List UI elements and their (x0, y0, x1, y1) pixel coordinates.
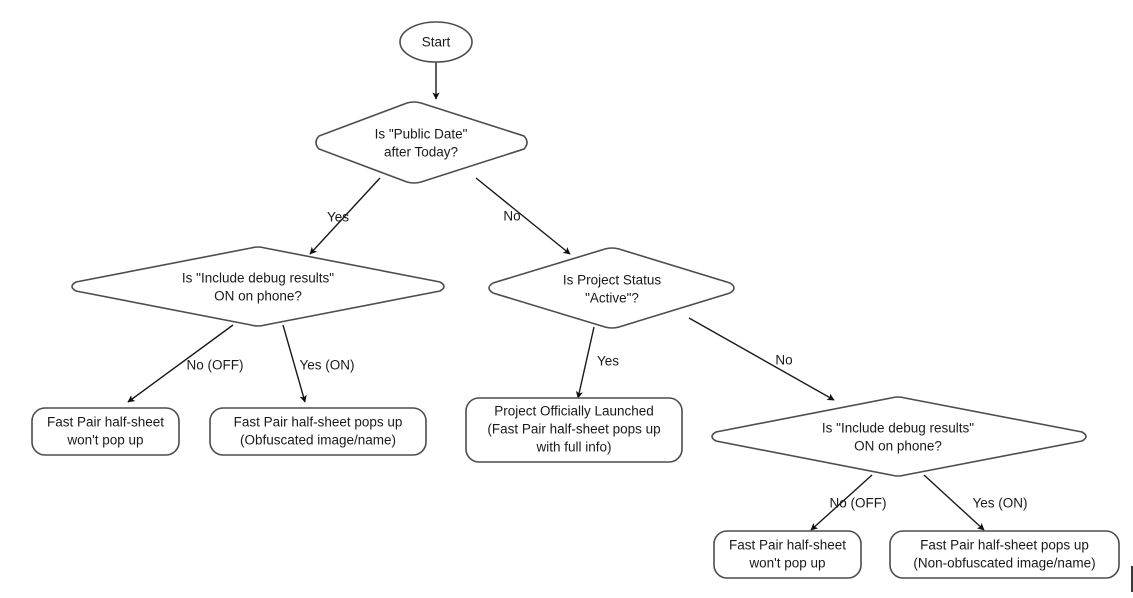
edge-label-debug-left-yes: Yes (ON) (299, 358, 354, 373)
node-project-status-line2: "Active"? (585, 291, 639, 306)
node-left-no-result-line2: won't pop up (66, 433, 143, 448)
node-public-date-line1: Is "Public Date" (375, 127, 468, 142)
node-project-status-line1: Is Project Status (563, 273, 662, 288)
edge-public-date-no: No (475, 177, 571, 255)
node-start-label: Start (422, 35, 451, 50)
edge-label-public-date-no: No (503, 209, 520, 224)
launched-box-shape (465, 397, 683, 463)
right-no-result-box-shape (713, 530, 862, 579)
edge-project-status-no: No (688, 317, 835, 401)
node-left-yes-result-line1: Fast Pair half-sheet pops up (234, 415, 403, 430)
edge-label-public-date-yes: Yes (327, 210, 349, 225)
edge-debug-right-no: No (OFF) (810, 474, 887, 531)
node-launched-result[interactable]: Project Officially Launched (Fast Pair h… (465, 397, 683, 463)
node-right-yes-result-line1: Fast Pair half-sheet pops up (920, 538, 1089, 553)
node-right-no-result-line2: won't pop up (748, 556, 825, 571)
start-ellipse-shape (399, 21, 473, 63)
edge-label-debug-right-yes: Yes (ON) (972, 496, 1027, 511)
node-right-yes-result[interactable]: Fast Pair half-sheet pops up (Non-obfusc… (889, 530, 1120, 579)
node-debug-right-line2: ON on phone? (854, 439, 942, 454)
node-debug-right-line1: Is "Include debug results" (822, 421, 974, 436)
node-public-date-decision[interactable]: Is "Public Date" after Today? (315, 101, 528, 184)
edge-label-debug-right-no: No (OFF) (830, 496, 887, 511)
public-date-diamond-shape (315, 101, 528, 184)
debug-right-diamond-shape (711, 396, 1087, 477)
node-launched-line3: with full info) (535, 440, 611, 455)
node-launched-line1: Project Officially Launched (494, 404, 654, 419)
node-project-status-decision[interactable]: Is Project Status "Active"? (488, 247, 735, 329)
node-debug-left-line1: Is "Include debug results" (182, 271, 334, 286)
left-no-result-box-shape (31, 407, 180, 456)
debug-left-diamond-shape (71, 246, 445, 327)
node-left-no-result-line1: Fast Pair half-sheet (47, 415, 164, 430)
node-debug-left-decision[interactable]: Is "Include debug results" ON on phone? (71, 246, 445, 327)
right-yes-result-box-shape (889, 530, 1120, 579)
node-launched-line2: (Fast Pair half-sheet pops up (487, 422, 660, 437)
node-right-no-result[interactable]: Fast Pair half-sheet won't pop up (713, 530, 862, 579)
page-edge-marker (1131, 566, 1133, 592)
node-start[interactable]: Start (399, 21, 473, 63)
left-yes-result-box-shape (209, 407, 427, 456)
node-left-no-result[interactable]: Fast Pair half-sheet won't pop up (31, 407, 180, 456)
edge-debug-left-yes: Yes (ON) (282, 324, 355, 403)
edge-project-status-yes: Yes (575, 326, 619, 399)
node-right-no-result-line1: Fast Pair half-sheet (729, 538, 846, 553)
node-public-date-line2: after Today? (384, 145, 458, 160)
edge-label-project-status-no: No (775, 353, 792, 368)
edge-label-debug-left-no: No (OFF) (187, 358, 244, 373)
node-debug-right-decision[interactable]: Is "Include debug results" ON on phone? (711, 396, 1087, 477)
edge-public-date-yes: Yes (309, 177, 381, 255)
edge-label-project-status-yes: Yes (597, 354, 619, 369)
project-status-diamond-shape (488, 247, 735, 329)
edge-debug-right-yes: Yes (ON) (923, 474, 1028, 531)
node-left-yes-result[interactable]: Fast Pair half-sheet pops up (Obfuscated… (209, 407, 427, 456)
node-right-yes-result-line2: (Non-obfuscated image/name) (913, 556, 1095, 571)
node-left-yes-result-line2: (Obfuscated image/name) (240, 433, 396, 448)
node-debug-left-line2: ON on phone? (214, 289, 302, 304)
edge-debug-left-no: No (OFF) (127, 324, 244, 403)
